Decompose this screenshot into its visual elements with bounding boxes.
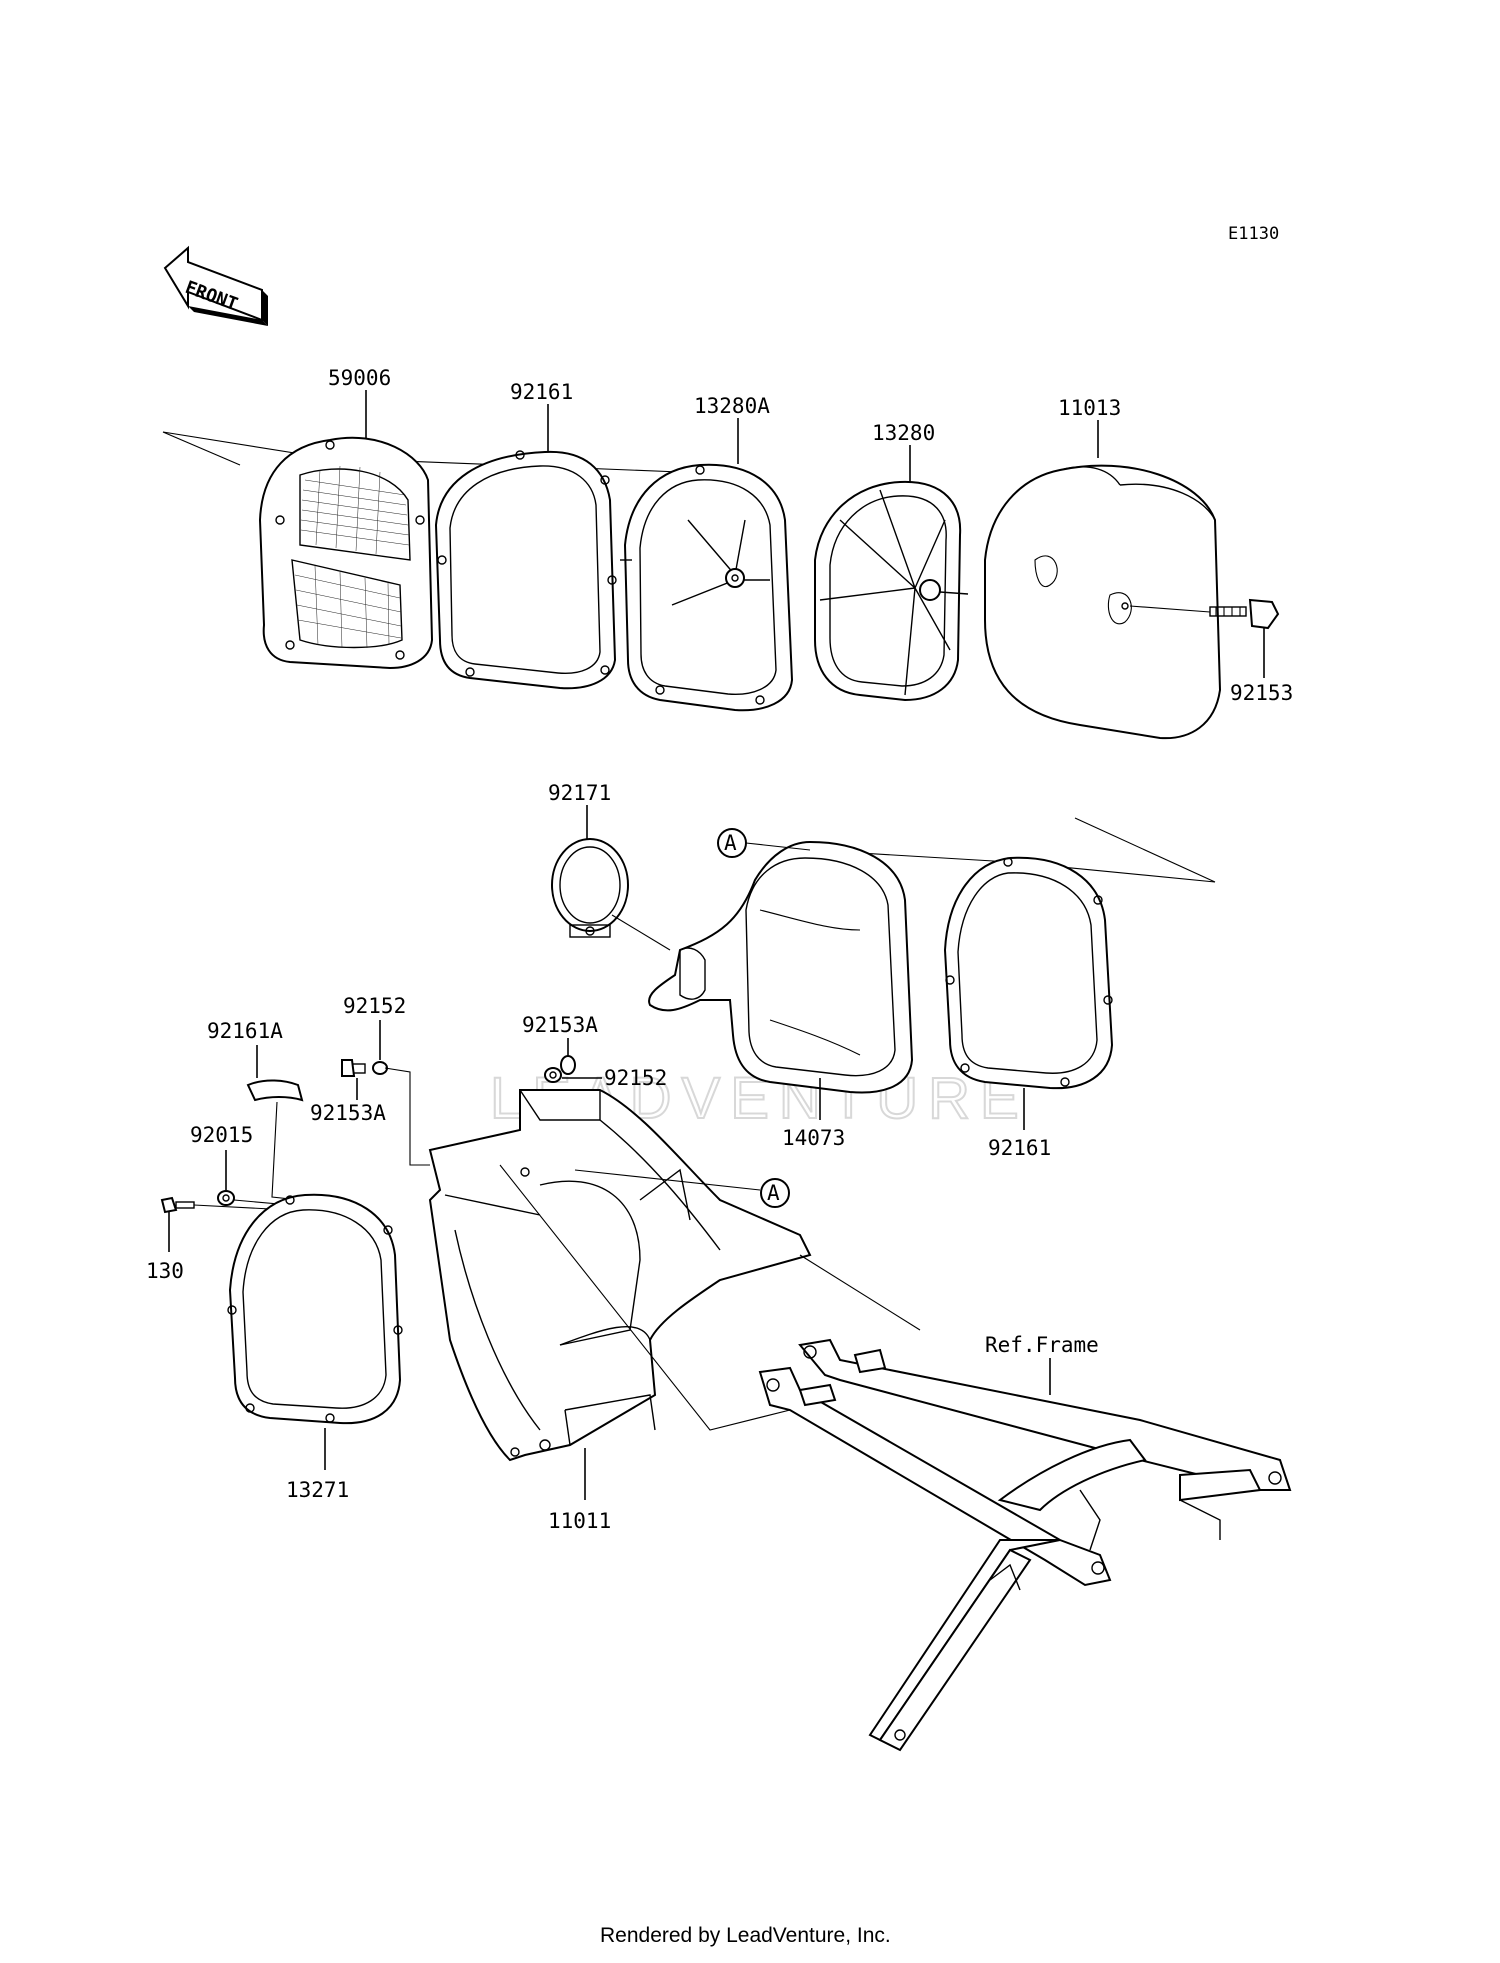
part-label-11013[interactable]: 11013 — [1058, 396, 1121, 420]
bolt-92153[interactable] — [1129, 598, 1280, 630]
part-label-59006[interactable]: 59006 — [328, 366, 391, 390]
air-cleaner-duct-14073[interactable] — [648, 840, 914, 1094]
gasket-92161-middle[interactable] — [943, 856, 1114, 1090]
bolt-92153A-right[interactable] — [560, 1055, 576, 1075]
part-label-92161-middle[interactable]: 92161 — [988, 1136, 1051, 1160]
gasket-92161-top[interactable] — [434, 450, 617, 690]
part-label-92152-left[interactable]: 92152 — [343, 994, 406, 1018]
part-label-92015[interactable]: 92015 — [190, 1123, 253, 1147]
part-label-92161-top[interactable]: 92161 — [510, 380, 573, 404]
clamp-92171[interactable] — [551, 838, 629, 938]
air-cleaner-screen-59006[interactable] — [258, 436, 434, 670]
part-label-11011[interactable]: 11011 — [548, 1509, 611, 1533]
assembly-line — [162, 431, 241, 466]
assembly-line — [799, 1254, 921, 1331]
leader-line — [574, 1169, 761, 1191]
bolt-92153A-left[interactable] — [341, 1059, 366, 1077]
nut-92015[interactable] — [217, 1190, 235, 1206]
part-label-ref-frame[interactable]: Ref.Frame — [985, 1333, 1099, 1357]
foam-strip-92161A[interactable] — [246, 1079, 304, 1102]
air-cleaner-case-11011[interactable] — [428, 1089, 812, 1462]
air-filter-cage-13280[interactable] — [814, 480, 969, 702]
assembly-line — [162, 431, 681, 473]
diagram-code: E1130 — [1228, 224, 1279, 244]
part-label-92153A-left[interactable]: 92153A — [310, 1101, 386, 1125]
svg-text:A: A — [767, 1181, 780, 1205]
part-label-92153A-right[interactable]: 92153A — [522, 1013, 598, 1037]
assembly-line — [1074, 817, 1216, 883]
svg-text:A: A — [724, 831, 737, 855]
assembly-line — [384, 1067, 430, 1166]
part-label-13271[interactable]: 13271 — [286, 1478, 349, 1502]
leader-line — [745, 842, 811, 851]
part-label-13280[interactable]: 13280 — [872, 421, 935, 445]
front-arrow-icon: FRONT — [163, 245, 268, 326]
air-cleaner-holder-13280A[interactable] — [620, 463, 794, 712]
part-label-92152-right[interactable]: 92152 — [604, 1066, 667, 1090]
gasket-13271[interactable] — [227, 1193, 403, 1425]
washer-92152-right[interactable] — [544, 1067, 562, 1083]
ref-frame-subframe[interactable] — [758, 1338, 1292, 1752]
callout-marker-a-top[interactable]: A — [717, 828, 747, 858]
part-label-92161A[interactable]: 92161A — [207, 1019, 283, 1043]
footer-credit: Rendered by LeadVenture, Inc. — [600, 1924, 891, 1947]
part-label-14073[interactable]: 14073 — [782, 1126, 845, 1150]
part-label-92171[interactable]: 92171 — [548, 781, 611, 805]
bolt-130[interactable] — [160, 1196, 195, 1214]
callout-marker-a-bottom[interactable]: A — [760, 1178, 790, 1208]
assembly-line — [271, 1101, 301, 1201]
washer-92152-left[interactable] — [372, 1061, 388, 1075]
air-filter-element-11013[interactable] — [984, 464, 1222, 740]
assembly-line — [499, 1164, 791, 1431]
part-label-130[interactable]: 130 — [146, 1259, 184, 1283]
part-label-13280A[interactable]: 13280A — [694, 394, 770, 418]
part-label-92153[interactable]: 92153 — [1230, 681, 1293, 705]
assembly-line — [611, 914, 671, 951]
